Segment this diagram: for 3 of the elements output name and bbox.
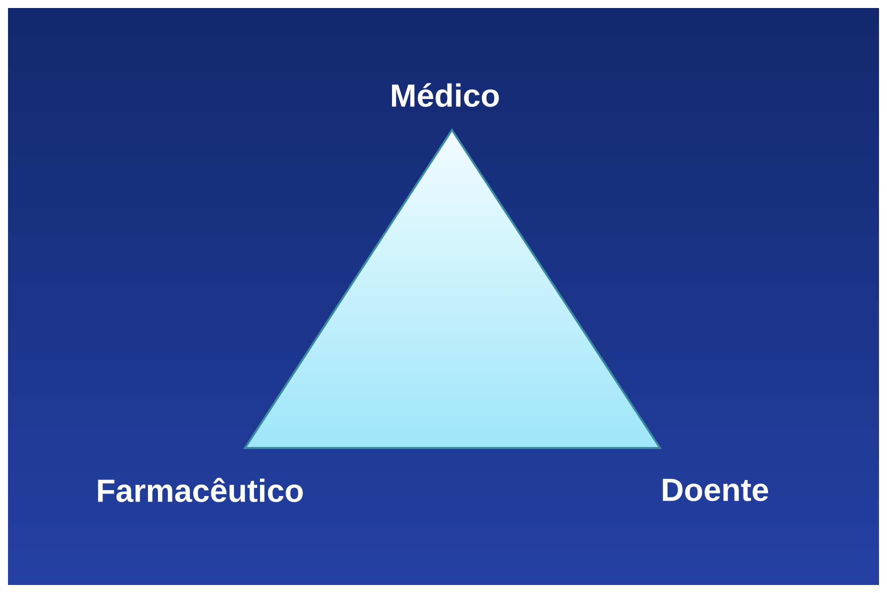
vertex-label: Médico — [392, 83, 499, 107]
vertex-label: Farmacêutico — [98, 478, 303, 502]
vertex-label: Doente — [662, 478, 768, 502]
